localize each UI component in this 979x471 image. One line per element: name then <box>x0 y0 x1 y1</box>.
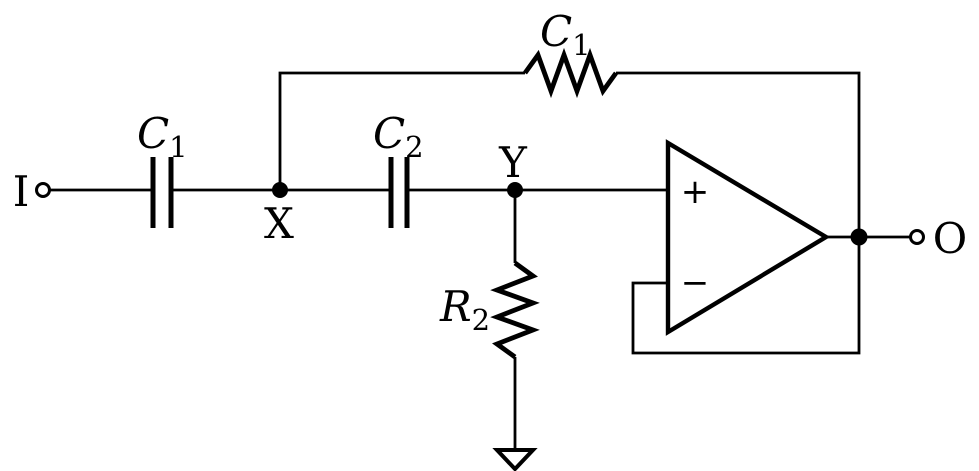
node-y-label: Y <box>498 138 528 187</box>
opamp-noninverting-input-label: + <box>681 172 710 212</box>
capacitor-c1-label: C1 <box>137 109 188 164</box>
output-node-dot <box>850 228 868 246</box>
output-terminal: O <box>909 214 967 263</box>
node-x-label: X <box>264 199 294 248</box>
opamp-triangle <box>665 139 831 336</box>
opamp-inverting-input-label: − <box>681 263 710 303</box>
capacitor-c2: C2 <box>373 109 424 228</box>
wire-feedback-to-output-node <box>616 71 861 237</box>
resistor-r2: R2 <box>439 261 540 359</box>
output-terminal-label: O <box>933 214 967 263</box>
wire-node-x-to-feedback <box>278 71 525 190</box>
resistor-r2-label: R2 <box>439 282 490 337</box>
output-terminal-circle <box>909 229 925 245</box>
feedback-element-label: C1 <box>540 7 591 62</box>
input-terminal-label: I <box>13 167 30 216</box>
feedback-element-c1: C1 <box>523 7 618 99</box>
input-terminal: I <box>13 167 51 216</box>
opamp: + − <box>665 139 831 336</box>
wire-inverting-feedback-loop <box>631 238 861 355</box>
node-x-dot <box>272 182 288 198</box>
capacitor-c1: C1 <box>137 109 188 228</box>
resistor-r2-zigzag <box>490 261 540 359</box>
node-x: X <box>264 182 294 248</box>
capacitor-c2-label: C2 <box>373 109 424 164</box>
ground-icon <box>492 448 538 471</box>
input-terminal-circle <box>35 182 51 198</box>
node-y-dot <box>507 182 523 198</box>
feedback-element-zigzag <box>523 47 618 99</box>
node-y: Y <box>498 138 528 198</box>
